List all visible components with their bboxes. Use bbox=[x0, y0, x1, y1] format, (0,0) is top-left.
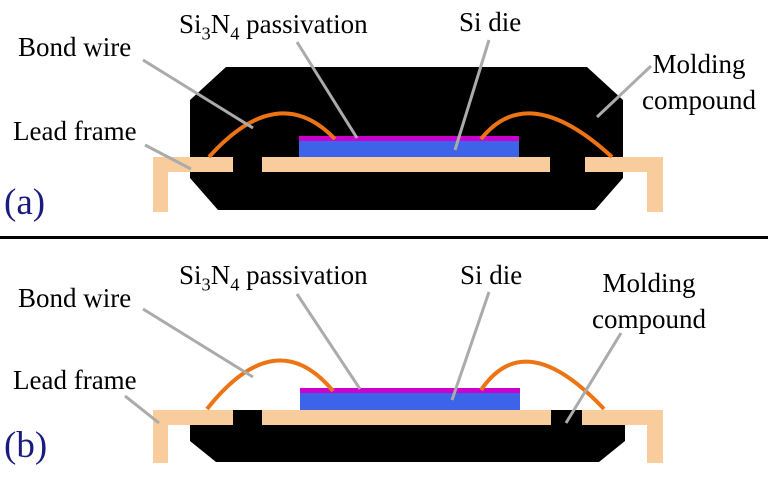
molding-compound-label-a-line1: Molding bbox=[652, 49, 746, 79]
molding-compound-label-b: Molding compound bbox=[579, 265, 719, 337]
si-die-label-a: Si die bbox=[459, 7, 522, 37]
passivation-label-b-sub4: 4 bbox=[230, 274, 240, 295]
si-die-shape-a bbox=[299, 141, 519, 157]
mold-plug-right-b bbox=[551, 410, 582, 426]
lead-frame-right-foot-b bbox=[647, 410, 663, 463]
passivation-label-b-sub3: 3 bbox=[201, 274, 211, 295]
molding-compound-label-b-line2: compound bbox=[592, 304, 706, 334]
mold-plug-left-b bbox=[233, 410, 262, 426]
passivation-label-b-mid: N bbox=[210, 260, 231, 290]
molding-compound-label-b-line1: Molding bbox=[602, 268, 696, 298]
molding-compound-label-a-line2: compound bbox=[642, 85, 756, 115]
bond-wire-label-b: Bond wire bbox=[18, 283, 132, 313]
si-die-label-b: Si die bbox=[460, 260, 523, 290]
si-die-shape-b bbox=[300, 393, 520, 410]
passivation-label-a-sub4: 4 bbox=[230, 23, 240, 44]
panel-divider-line bbox=[0, 236, 768, 239]
lead-frame-die-pad-a bbox=[262, 157, 550, 172]
passivation-label-b-pre: Si bbox=[179, 260, 202, 290]
lead-frame-right-lead-a bbox=[585, 157, 663, 172]
lead-frame-left-foot-b bbox=[153, 410, 168, 463]
passivation-label-b: Si3N4 passivation bbox=[179, 260, 368, 295]
passivation-label-a-post: passivation bbox=[239, 9, 368, 39]
lead-frame-label-a: Lead frame bbox=[13, 116, 137, 146]
leader-bond-wire-b bbox=[142, 307, 254, 379]
lead-frame-left-foot-a bbox=[153, 157, 168, 212]
leader-si-die-b bbox=[450, 291, 491, 401]
molding-compound-label-a: Molding compound bbox=[630, 46, 768, 118]
molding-compound-body-b bbox=[190, 425, 625, 462]
panel-tag-a: (a) bbox=[4, 182, 46, 223]
passivation-label-a-sub3: 3 bbox=[201, 23, 211, 44]
passivation-layer-shape-b bbox=[300, 388, 520, 393]
lead-frame-strip-b bbox=[153, 410, 663, 425]
passivation-label-a-pre: Si bbox=[179, 9, 202, 39]
panel-tag-b: (b) bbox=[4, 425, 48, 466]
passivation-label-a-mid: N bbox=[210, 9, 231, 39]
bond-wire-label-a: Bond wire bbox=[18, 32, 132, 62]
lead-frame-label-b: Lead frame bbox=[13, 365, 137, 395]
leader-passivation-b bbox=[295, 293, 362, 390]
passivation-layer-shape-a bbox=[299, 136, 519, 141]
passivation-label-b-post: passivation bbox=[239, 260, 368, 290]
lead-frame-right-foot-a bbox=[647, 157, 663, 212]
passivation-label-a: Si3N4 passivation bbox=[179, 9, 368, 44]
